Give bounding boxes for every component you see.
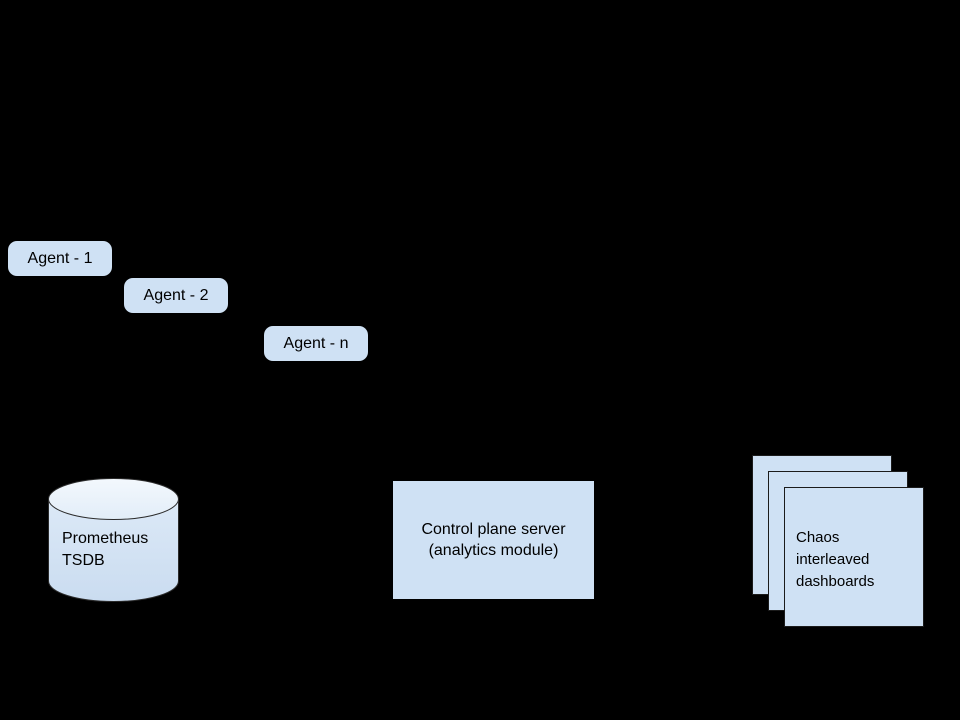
cylinder-icon [48, 478, 179, 602]
chaos-dashboards-node[interactable]: Chaos interleaved dashboards [752, 455, 924, 631]
agent-node-n-label: Agent - n [283, 334, 349, 352]
agent-node-2[interactable]: Agent - 2 [124, 278, 228, 313]
agent-node-n[interactable]: Agent - n [264, 326, 368, 361]
control-plane-server-node[interactable]: Control plane server (analytics module) [393, 481, 594, 599]
chaos-dashboards-label: Chaos interleaved dashboards [796, 529, 875, 590]
prometheus-tsdb-node[interactable]: Prometheus TSDB [48, 478, 179, 602]
agent-node-2-label: Agent - 2 [143, 286, 209, 304]
prometheus-tsdb-label: Prometheus TSDB [62, 530, 149, 569]
agent-node-1-label: Agent - 1 [27, 249, 93, 267]
dashboard-card-front[interactable]: Chaos interleaved dashboards [784, 487, 924, 627]
control-plane-server-label: Control plane server (analytics module) [421, 521, 566, 559]
agent-node-1[interactable]: Agent - 1 [8, 241, 112, 276]
